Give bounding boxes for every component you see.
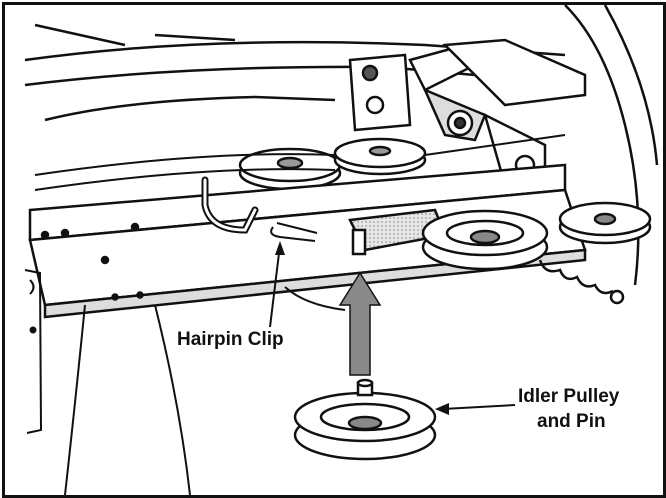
hairpin-clip-label: Hairpin Clip bbox=[177, 329, 284, 350]
upper-bracket bbox=[348, 38, 587, 187]
hairpin-clip bbox=[270, 222, 318, 242]
idler-pulley-label-line2: and Pin bbox=[537, 411, 606, 432]
install-arrow bbox=[338, 271, 382, 376]
installed-idler-pulley bbox=[421, 209, 549, 271]
deck-skirt bbox=[24, 269, 191, 495]
loose-idler-pulley bbox=[293, 378, 437, 461]
spindle-pulley-left bbox=[238, 147, 342, 191]
hairpin-clip-leader bbox=[269, 244, 281, 328]
tension-spring bbox=[538, 259, 625, 305]
idler-pulley-leader bbox=[442, 404, 516, 410]
mower-deck-illustration: Hairpin Clip Idler Pulley and Pin bbox=[24, 5, 659, 495]
drive-belt bbox=[34, 134, 566, 191]
chassis-top bbox=[24, 5, 659, 286]
right-spindle-pulley bbox=[558, 201, 652, 245]
spindle-pulley-center bbox=[333, 137, 427, 176]
idler-pulley-label-line1: Idler Pulley bbox=[518, 386, 620, 407]
